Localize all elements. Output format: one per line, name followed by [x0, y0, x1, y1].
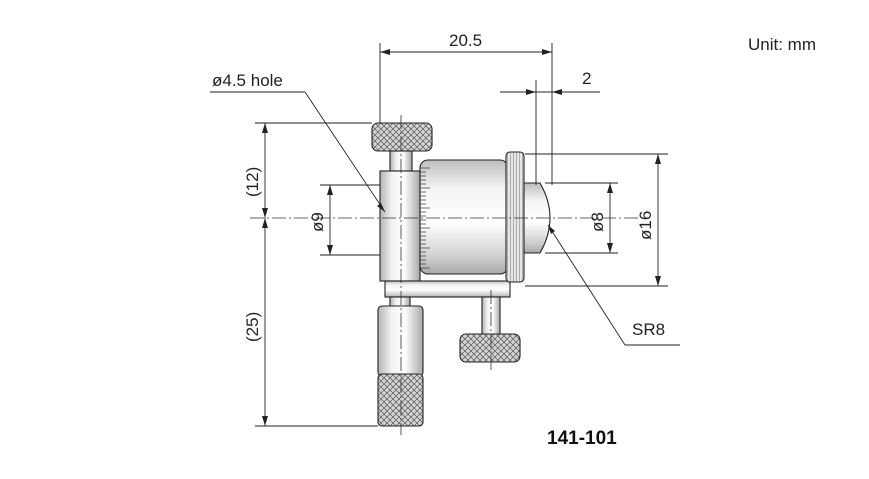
dim-anvil-dia: ø8 — [588, 212, 607, 232]
frame-block — [379, 170, 421, 282]
gauge-head-body — [371, 122, 551, 427]
center-lines — [250, 115, 640, 435]
dim-hole: ø4.5 hole — [212, 71, 283, 90]
handle-upper — [377, 305, 424, 377]
graduation-scale — [420, 167, 430, 269]
dim-tip-offset: 2 — [582, 69, 591, 88]
handle-knurled — [377, 373, 424, 427]
dimension-lines — [210, 43, 680, 427]
frame-bottom — [384, 280, 511, 298]
dim-overall-width: 20.5 — [449, 31, 482, 50]
dim-tip-radius: SR8 — [632, 320, 665, 339]
dim-bore-dia: ø9 — [308, 212, 327, 232]
unit-label: Unit: mm — [748, 35, 816, 54]
knurled-rim — [505, 151, 525, 283]
top-knurled-nut — [371, 122, 433, 152]
dim-upper-height: (12) — [243, 167, 262, 197]
dim-thimble-dia: ø16 — [636, 211, 655, 240]
lower-knurled-nut — [459, 333, 521, 363]
graduated-thimble — [419, 159, 509, 275]
model-number: 141-101 — [547, 428, 617, 449]
dim-lower-height: (25) — [243, 312, 262, 342]
